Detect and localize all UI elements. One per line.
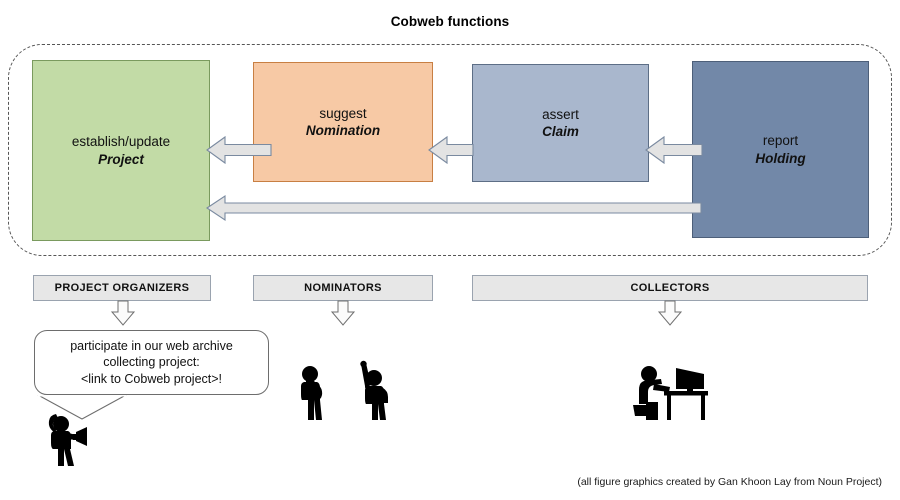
speech-bubble-tail [30, 392, 160, 422]
flow-arrow-holding-to-claim [644, 133, 704, 167]
person-with-megaphone-icon [38, 408, 100, 470]
function-box-project[interactable]: establish/update Project [32, 60, 210, 241]
person-at-computer-desk-icon [632, 362, 710, 424]
function-box-claim-entity: Claim [542, 124, 579, 139]
role-bar-nominators-label: NOMINATORS [304, 282, 382, 294]
role-bar-nominators[interactable]: NOMINATORS [253, 275, 433, 301]
role-bar-project-organizers[interactable]: PROJECT ORGANIZERS [33, 275, 211, 301]
person-raising-hand-icon [353, 358, 395, 424]
function-box-holding-entity: Holding [755, 150, 806, 166]
flow-arrow-nomination-to-project [205, 133, 273, 167]
role-bar-collectors-label: COLLECTORS [630, 282, 710, 294]
function-box-holding[interactable]: report Holding [692, 61, 869, 238]
function-box-nomination-entity: Nomination [305, 123, 381, 138]
speech-bubble-line-3: <link to Cobweb project>! [80, 371, 223, 386]
speech-bubble-line-2: collecting project: [103, 355, 200, 370]
function-box-claim-verb: assert [542, 106, 579, 122]
function-box-project-entity: Project [98, 151, 144, 167]
person-thinking-icon [293, 362, 331, 424]
down-arrow-organizers-icon [109, 300, 137, 326]
down-arrow-nominators-icon [329, 300, 357, 326]
speech-bubble-line-1: participate in our web archive [70, 338, 233, 353]
flow-arrow-holding-to-project [205, 191, 703, 225]
down-arrow-collectors-icon [656, 300, 684, 326]
function-box-project-verb: establish/update [71, 134, 171, 150]
function-box-nomination[interactable]: suggest Nomination [253, 62, 433, 182]
flow-arrow-claim-to-nomination [427, 133, 475, 167]
role-bar-collectors[interactable]: COLLECTORS [472, 275, 868, 301]
speech-bubble: participate in our web archive collectin… [34, 330, 269, 395]
function-box-nomination-verb: suggest [319, 105, 367, 121]
graphics-credit: (all figure graphics created by Gan Khoo… [577, 476, 882, 488]
function-box-holding-verb: report [762, 133, 799, 149]
diagram-title: Cobweb functions [390, 14, 510, 29]
function-box-claim[interactable]: assert Claim [472, 64, 649, 182]
cobweb-functions-container [8, 44, 892, 256]
role-bar-project-organizers-label: PROJECT ORGANIZERS [54, 282, 190, 294]
